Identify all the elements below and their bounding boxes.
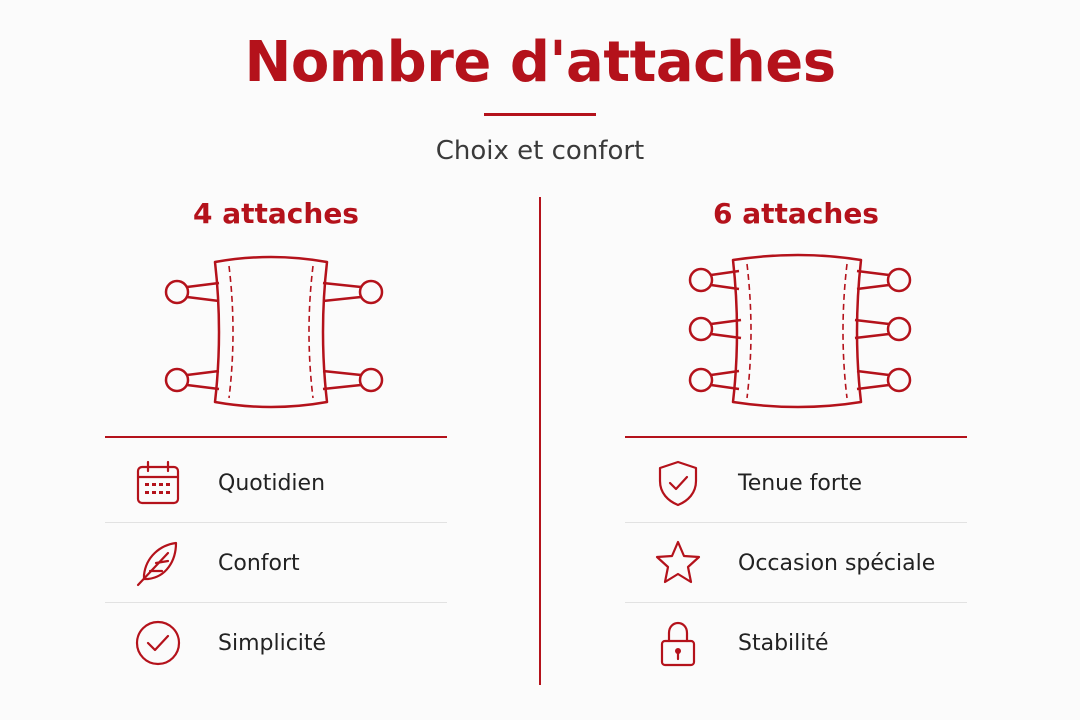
tape-stitch-right xyxy=(308,265,314,399)
feature-label: Occasion spéciale xyxy=(738,550,936,576)
hook-top-left xyxy=(164,279,220,305)
page-title: Nombre d'attaches xyxy=(244,30,836,95)
feature-label: Tenue forte xyxy=(738,470,863,496)
feature-row-stabilite: Stabilité xyxy=(625,602,967,683)
feather-icon xyxy=(132,537,184,589)
left-column: 4 attaches Quotidien xyxy=(105,0,447,720)
tape-body xyxy=(731,253,863,409)
hook-bottom-right xyxy=(322,367,384,393)
page-subtitle: Choix et confort xyxy=(435,136,645,166)
hook-bottom-left xyxy=(688,367,740,393)
hook-bottom-left xyxy=(164,367,220,393)
hook-middle-right xyxy=(854,316,912,342)
four-hook-tape-illustration xyxy=(164,255,384,409)
shield-check-icon xyxy=(652,457,704,509)
feature-row-quotidien: Quotidien xyxy=(105,443,447,523)
tape-body xyxy=(213,255,329,409)
feature-row-occasion-speciale: Occasion spéciale xyxy=(625,522,967,603)
feature-row-confort: Confort xyxy=(105,522,447,603)
title-underline xyxy=(484,113,596,116)
hook-top-right xyxy=(322,279,384,305)
tape-stitch-right xyxy=(842,263,848,399)
column-divider xyxy=(539,197,541,685)
calendar-icon xyxy=(132,457,184,509)
hook-top-right xyxy=(856,267,912,293)
hook-middle-left xyxy=(688,316,742,342)
left-heading: 4 attaches xyxy=(193,197,359,230)
feature-label: Confort xyxy=(218,550,300,576)
check-circle-icon xyxy=(132,617,184,669)
tape-stitch-left xyxy=(228,265,234,399)
feature-label: Simplicité xyxy=(218,630,327,656)
hook-bottom-right xyxy=(856,367,912,393)
right-heading-rule xyxy=(625,436,967,438)
right-heading: 6 attaches xyxy=(713,197,879,230)
left-heading-rule xyxy=(105,436,447,438)
feature-label: Stabilité xyxy=(738,630,829,656)
hook-top-left xyxy=(688,267,740,293)
star-icon xyxy=(652,537,704,589)
feature-label: Quotidien xyxy=(218,470,326,496)
lock-icon xyxy=(652,617,704,669)
six-hook-tape-illustration xyxy=(688,253,912,409)
right-column: 6 attaches Tenue forte O xyxy=(625,0,967,720)
feature-row-tenue-forte: Tenue forte xyxy=(625,443,967,523)
tape-stitch-left xyxy=(746,263,752,399)
feature-row-simplicite: Simplicité xyxy=(105,602,447,683)
